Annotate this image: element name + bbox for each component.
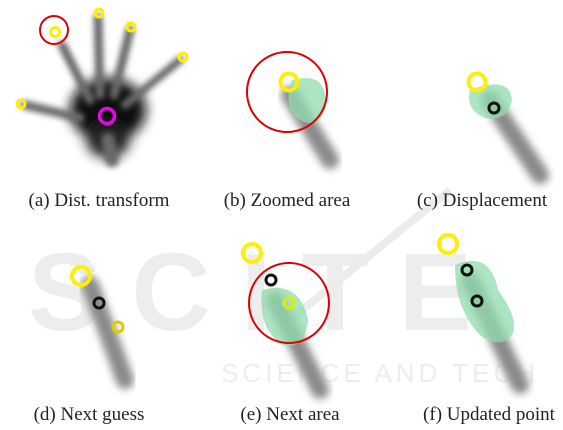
caption-b: (b) Zoomed area xyxy=(224,190,351,211)
fingertip-marker xyxy=(466,71,488,93)
guess-marker xyxy=(460,263,474,277)
panel-f-image xyxy=(437,233,529,394)
fingertip-marker xyxy=(15,98,27,110)
guess-marker xyxy=(487,101,501,115)
fingertip-marker xyxy=(125,21,137,33)
search-area-circle xyxy=(39,15,69,45)
fingertip-marker xyxy=(49,26,61,38)
palm-center-marker xyxy=(97,106,117,126)
watermark-tagline: SCIENCE AND TECH xyxy=(221,358,539,388)
caption-f: (f) Updated point xyxy=(423,404,556,425)
fingertip-marker xyxy=(437,233,459,255)
fingertip-marker xyxy=(278,71,300,93)
guess-marker xyxy=(264,273,278,287)
fingertip-marker xyxy=(241,242,263,264)
panel-c-image xyxy=(466,71,549,184)
search-area-circle xyxy=(248,262,330,344)
caption-d: (d) Next guess xyxy=(34,404,145,425)
panel-d-image xyxy=(70,265,134,389)
next-guess-marker xyxy=(282,296,296,310)
next-guess-marker xyxy=(111,320,125,334)
fingertip-marker xyxy=(93,7,105,19)
search-area-circle xyxy=(246,51,328,133)
updated-point-marker xyxy=(470,294,484,308)
fingertip-marker xyxy=(70,265,92,287)
panel-e-image xyxy=(241,242,330,399)
panel-b-image xyxy=(246,51,339,169)
caption-a: (a) Dist. transform xyxy=(29,190,170,211)
caption-e: (e) Next area xyxy=(240,404,340,425)
captions: (a) Dist. transform (b) Zoomed area (c) … xyxy=(29,190,556,425)
guess-marker xyxy=(92,296,106,310)
panel-a-image xyxy=(15,7,189,167)
fingertip-marker xyxy=(177,51,189,63)
caption-c: (c) Displacement xyxy=(417,190,548,211)
